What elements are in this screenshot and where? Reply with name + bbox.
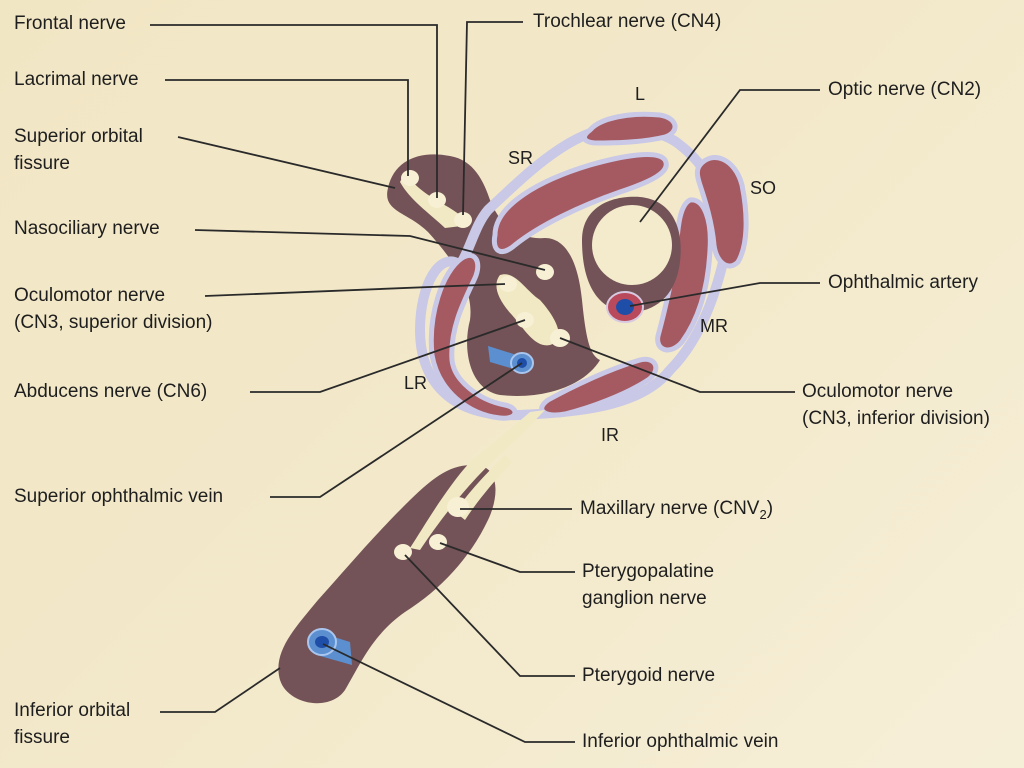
leader-lines: [150, 21, 820, 743]
label-maxillary-nerve-subscript: 2: [759, 506, 767, 522]
label-superior-orbital-fissure-line2: fissure: [14, 153, 70, 174]
oculomotor-superior-end: [499, 276, 517, 292]
muscle-label-sr: SR: [508, 148, 534, 168]
muscle-so: [694, 155, 749, 269]
label-inferior-orbital-fissure-line2: fissure: [14, 727, 70, 748]
label-nasociliary-nerve: Nasociliary nerve: [14, 218, 160, 239]
pterygoid-nerve-end: [394, 544, 412, 560]
ophthalmic-artery-lumen: [616, 299, 634, 315]
label-pterygoid-nerve: Pterygoid nerve: [582, 665, 716, 686]
leader-lacrimal-nerve: [165, 79, 409, 176]
pterygopalatine-nerve-end: [429, 534, 447, 550]
label-ophthalmic-artery: Ophthalmic artery: [828, 272, 978, 293]
label-maxillary-nerve: Maxillary nerve (CNV2): [580, 495, 773, 528]
muscles: [428, 111, 749, 421]
nasociliary-nerve-end: [536, 264, 554, 280]
leader-pterygopalatine-nerve: [439, 542, 575, 573]
label-pterygopalatine-nerve: Pterygopalatine ganglion nerve: [582, 558, 714, 612]
label-trochlear-nerve: Trochlear nerve (CN4): [533, 11, 722, 32]
frontal-nerve-end: [401, 170, 419, 186]
muscle-ir: [539, 356, 659, 418]
maxillary-nerve-branch: [455, 455, 512, 520]
trochlear-nerve-end: [454, 212, 472, 228]
label-oculomotor-inferior: Oculomotor nerve (CN3, inferior division…: [802, 378, 990, 432]
label-inferior-ophthalmic-vein: Inferior ophthalmic vein: [582, 731, 779, 752]
muscle-label-l: L: [635, 84, 646, 104]
muscle-label-lr: LR: [404, 373, 428, 393]
label-abducens-nerve: Abducens nerve (CN6): [14, 381, 208, 402]
label-oculomotor-superior-line2: (CN3, superior division): [14, 312, 213, 333]
leader-nasociliary-nerve: [194, 229, 546, 271]
leader-abducens-nerve: [250, 319, 526, 393]
optic-nerve-group: [582, 196, 681, 323]
label-superior-orbital-fissure: Superior orbital fissure: [14, 123, 143, 177]
label-inferior-orbital-fissure-line1: Inferior orbital: [14, 700, 131, 721]
muscle-label-ir: IR: [601, 425, 619, 445]
optic-nerve-cross-section: [592, 205, 672, 285]
leader-oculomotor-inferior: [559, 337, 795, 393]
maxillary-nerve-end: [447, 497, 469, 517]
label-superior-orbital-fissure-line1: Superior orbital: [14, 126, 143, 147]
label-oculomotor-inferior-line2: (CN3, inferior division): [802, 408, 990, 429]
label-superior-ophthalmic-vein: Superior ophthalmic vein: [14, 486, 224, 507]
leader-superior-ophthalmic-vein: [270, 362, 523, 498]
leader-optic-nerve: [639, 89, 820, 223]
leader-inferior-ophthalmic-vein: [322, 643, 575, 743]
label-maxillary-nerve-close: ): [766, 498, 774, 519]
label-pterygopalatine-nerve-line1: Pterygopalatine: [582, 561, 715, 582]
label-lacrimal-nerve: Lacrimal nerve: [14, 69, 139, 90]
muscle-sr: [491, 152, 669, 254]
label-maxillary-nerve-text: Maxillary nerve (CNV: [580, 498, 760, 519]
nerves: [394, 170, 570, 560]
label-inferior-orbital-fissure: Inferior orbital fissure: [14, 697, 130, 751]
leader-trochlear-nerve: [462, 21, 523, 216]
leader-pterygoid-nerve: [404, 554, 575, 677]
label-oculomotor-superior: Oculomotor nerve (CN3, superior division…: [14, 282, 213, 336]
leader-ophthalmic-artery: [629, 282, 820, 307]
label-optic-nerve: Optic nerve (CN2): [828, 79, 982, 100]
label-oculomotor-superior-line1: Oculomotor nerve: [14, 285, 166, 306]
leader-superior-orbital-fissure: [177, 136, 396, 189]
muscle-label-mr: MR: [700, 316, 728, 336]
maxillary-nerve-bundle: [410, 410, 545, 550]
leader-inferior-orbital-fissure: [160, 667, 281, 713]
muscle-l: [582, 111, 678, 146]
muscle-lr: [428, 253, 518, 421]
lacrimal-nerve-end: [428, 192, 446, 208]
muscle-label-so: SO: [750, 178, 777, 198]
nerve-bundle-central: [496, 274, 559, 346]
label-frontal-nerve: Frontal nerve: [14, 13, 126, 34]
leader-oculomotor-superior: [204, 283, 506, 297]
leader-frontal-nerve: [150, 24, 438, 198]
annulus-sheath: [415, 124, 734, 421]
label-oculomotor-inferior-line1: Oculomotor nerve: [802, 381, 954, 402]
label-pterygopalatine-nerve-line2: ganglion nerve: [582, 588, 707, 609]
